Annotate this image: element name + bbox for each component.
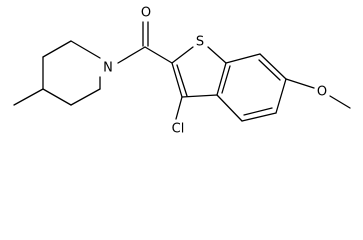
bond-c6-o <box>285 78 315 89</box>
bond-c5-c4-2 <box>243 107 273 116</box>
bond-n-c2p <box>70 40 101 59</box>
bond-o-methyl <box>329 95 351 109</box>
atom-label-sulfur: S <box>196 35 204 50</box>
bond-c3-c3a <box>181 94 218 98</box>
bond-carbonyl-n <box>117 46 146 64</box>
bond-carbonyl-c2 <box>144 46 173 64</box>
bond-c2-s <box>171 46 194 64</box>
bond-c4p-c5p <box>42 88 72 106</box>
bond-c7a-c7 <box>225 53 261 64</box>
bond-c4-c3a <box>216 94 243 122</box>
bond-c3a-c7a <box>216 62 227 96</box>
bond-c6-c5 <box>275 78 287 114</box>
structure-diagram: O N S Cl O <box>13 6 351 137</box>
bond-c3-cl <box>175 96 183 120</box>
bond-c7-c6-1 <box>259 53 287 80</box>
bond-c5-c4-1 <box>241 112 277 122</box>
bond-c2p-c3p <box>42 40 72 58</box>
bond-c2-c3-1 <box>171 62 183 98</box>
bond-c2-c3-2 <box>176 64 188 97</box>
atom-label-chlorine: Cl <box>172 122 185 137</box>
bond-s-c7a <box>207 46 227 64</box>
bond-c5p-c6p <box>70 88 101 106</box>
bond-c3a-c7a-inner <box>221 65 231 94</box>
molecule-drawing: O N S Cl O <box>13 6 351 137</box>
bond-c7-c6-2 <box>258 59 281 81</box>
bond-c4p-methyl <box>13 88 44 106</box>
atom-label-oxygen-methoxy: O <box>317 85 327 100</box>
atom-label-nitrogen: N <box>103 61 113 76</box>
atom-label-oxygen-carbonyl: O <box>141 6 151 21</box>
